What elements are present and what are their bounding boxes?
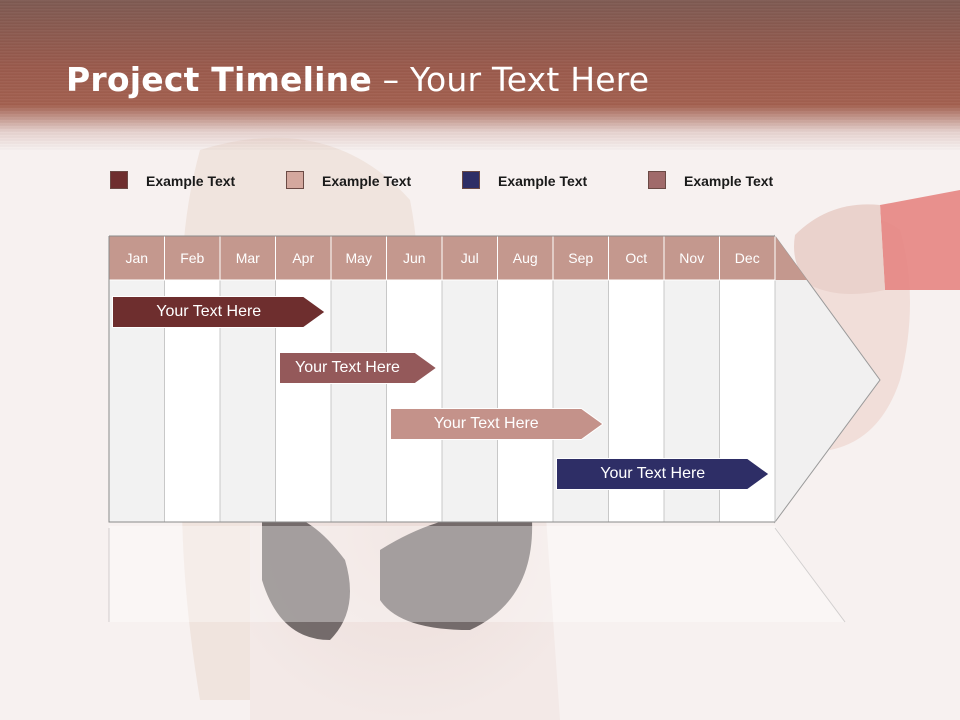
month-label: Nov bbox=[664, 236, 720, 280]
task-bar[interactable]: Your Text Here bbox=[390, 408, 603, 440]
task-bar-label: Your Text Here bbox=[156, 303, 261, 321]
month-label: Feb bbox=[165, 236, 221, 280]
task-bar-label: Your Text Here bbox=[600, 465, 705, 483]
task-bar[interactable]: Your Text Here bbox=[556, 458, 769, 490]
task-bar-label: Your Text Here bbox=[295, 359, 400, 377]
month-label: Sep bbox=[553, 236, 609, 280]
month-label: May bbox=[331, 236, 387, 280]
task-bar[interactable]: Your Text Here bbox=[279, 352, 437, 384]
month-label: Apr bbox=[276, 236, 332, 280]
month-label: Jun bbox=[387, 236, 443, 280]
task-bar[interactable]: Your Text Here bbox=[112, 296, 325, 328]
month-label: Jan bbox=[109, 236, 165, 280]
month-label: Mar bbox=[220, 236, 276, 280]
month-label: Aug bbox=[498, 236, 554, 280]
month-column bbox=[331, 280, 387, 522]
month-column bbox=[387, 280, 443, 522]
month-column bbox=[498, 280, 554, 522]
month-column bbox=[442, 280, 498, 522]
chart-reflection bbox=[109, 526, 845, 622]
month-label: Dec bbox=[720, 236, 776, 280]
month-label: Oct bbox=[609, 236, 665, 280]
task-bar-label: Your Text Here bbox=[434, 415, 539, 433]
month-label: Jul bbox=[442, 236, 498, 280]
